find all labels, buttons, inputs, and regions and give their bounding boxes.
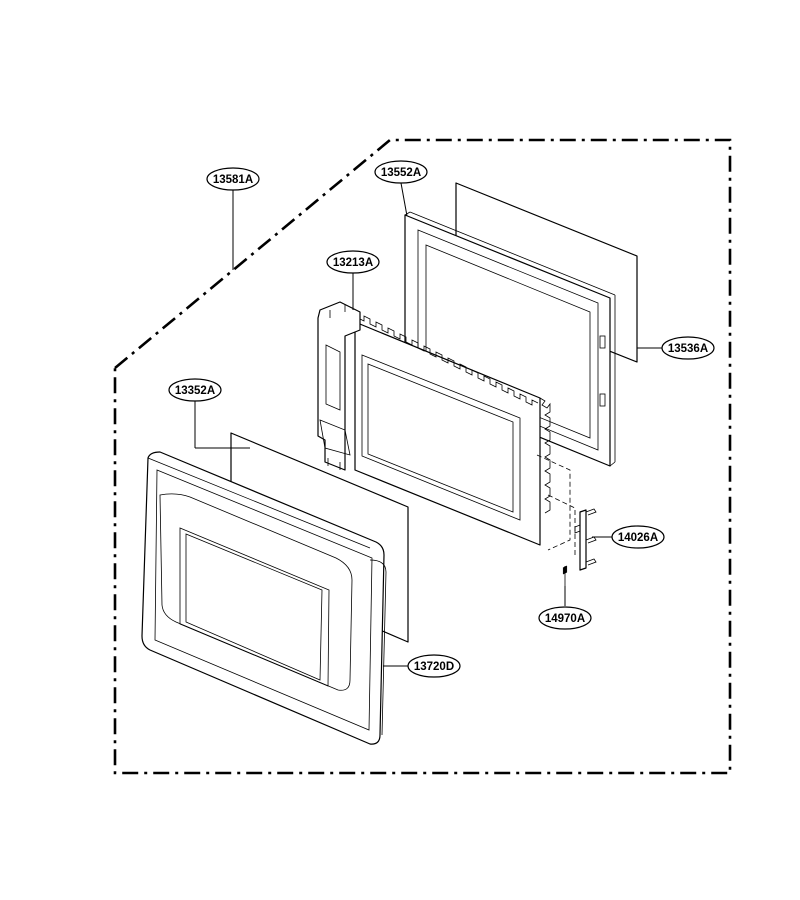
callout-13720D-text: 13720D: [414, 661, 454, 673]
callout-13552A: 13552A: [374, 160, 428, 184]
callout-13581A: 13581A: [206, 167, 260, 191]
callout-13552A-text: 13552A: [381, 167, 421, 179]
callout-13720D: 13720D: [407, 654, 461, 678]
callout-14026A-text: 14026A: [618, 532, 658, 544]
callout-13536A-text: 13536A: [668, 343, 708, 355]
spring-part: [562, 565, 568, 586]
choke-cover-part: [404, 211, 616, 467]
callout-13581A-text: 13581A: [213, 174, 253, 186]
callout-13352A-text: 13352A: [175, 385, 215, 397]
callout-13213A: 13213A: [326, 250, 380, 274]
leader-13552A: [400, 182, 408, 217]
callout-14970A: 14970A: [538, 606, 592, 630]
callout-14970A-text: 14970A: [545, 613, 585, 625]
callout-13536A: 13536A: [661, 336, 715, 360]
callout-13213A-text: 13213A: [333, 257, 373, 269]
door-panel-part: [317, 301, 551, 546]
callout-14026A: 14026A: [611, 525, 665, 549]
hook-part: [574, 508, 597, 571]
door-frame-part: [141, 451, 387, 745]
callout-13352A: 13352A: [168, 378, 222, 402]
